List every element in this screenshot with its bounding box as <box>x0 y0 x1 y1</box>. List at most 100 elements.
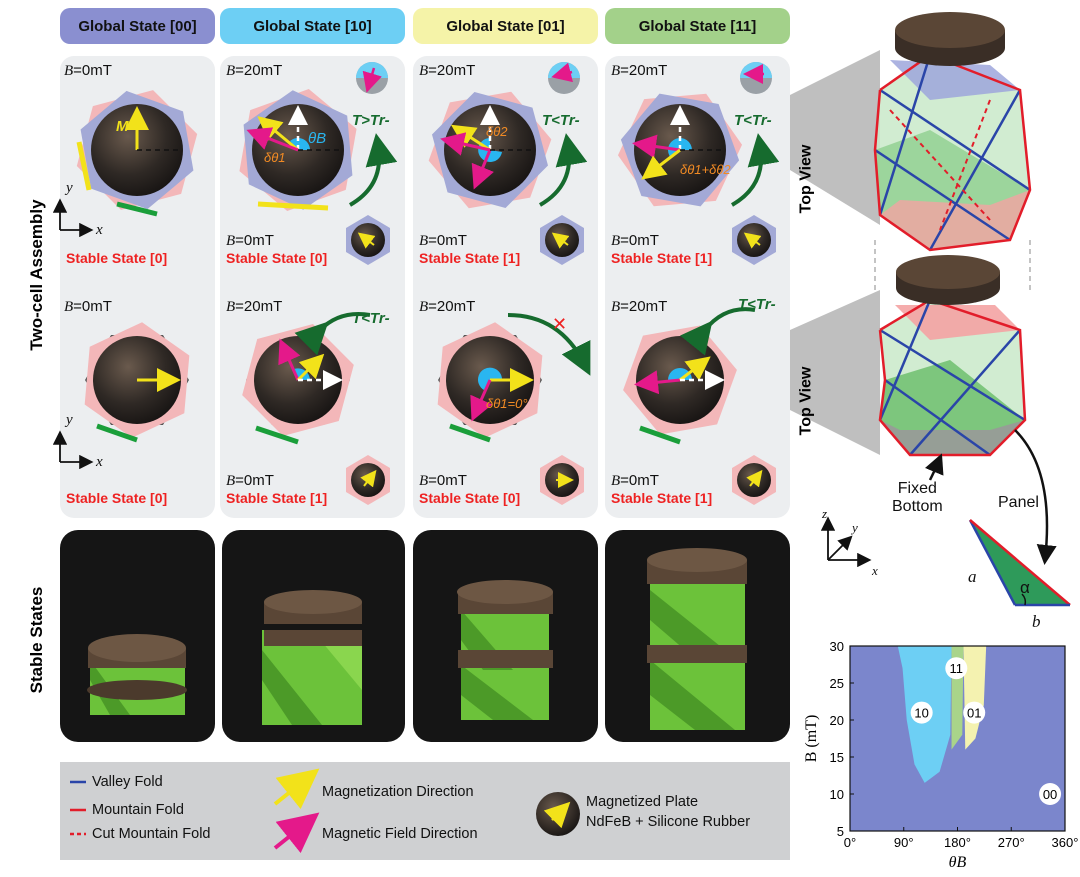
cell-10-top <box>239 88 357 212</box>
b-value: =0mT <box>73 298 112 315</box>
axis-y-label-1: y <box>66 180 73 196</box>
phase-label-bg-01 <box>963 701 986 724</box>
axis-y-right: y <box>852 520 858 535</box>
y-tick-label: 25 <box>830 676 844 691</box>
b-symbol: B <box>611 233 621 249</box>
b-label-00-r1: B=0mT <box>64 62 112 80</box>
cell-01-bottom <box>437 322 543 443</box>
inset-01-r2 <box>540 455 584 505</box>
x-tick-label: 180° <box>944 835 971 850</box>
inset-10-r1 <box>346 215 390 265</box>
b-symbol: B <box>64 299 74 315</box>
cell-00-top <box>76 90 198 217</box>
dsum-label: δθ1+δθ2 <box>680 162 731 177</box>
torque-label-11-r2: T<Tr- <box>738 296 776 313</box>
phase-label-01: 01 <box>967 706 981 721</box>
b-symbol: B <box>419 233 429 249</box>
legend-cut: Cut Mountain Fold <box>92 826 211 842</box>
inset-11-r2 <box>732 455 776 505</box>
x-tick-label: 90° <box>894 835 914 850</box>
b0-label-01-r1: B=0mT <box>419 232 467 250</box>
phase-diagram: 101101000°90°180°270°360°51015202530θBB … <box>803 639 1079 871</box>
panel-side-a: a <box>968 567 977 586</box>
b-label-11-r2: B=20mT <box>611 298 667 316</box>
fixed-bottom-label: Fixed Bottom <box>892 480 943 515</box>
phase-label-bg-11 <box>945 657 968 680</box>
b-value: =0mT <box>620 472 659 489</box>
b-value: =0mT <box>235 232 274 249</box>
panel-alpha: α <box>1020 578 1030 597</box>
legend-valley: Valley Fold <box>92 774 163 790</box>
b-value: =0mT <box>620 232 659 249</box>
b0-label-10-r1: B=0mT <box>226 232 274 250</box>
b-symbol: B <box>226 299 236 315</box>
svg-text:✕: ✕ <box>552 314 567 334</box>
b0-label-01-r2: B=0mT <box>419 472 467 490</box>
x-axis-title: θB <box>949 854 967 871</box>
legend-box: Valley Fold Mountain Fold Cut Mountain F… <box>60 762 790 860</box>
b-symbol: B <box>226 473 236 489</box>
legend-plate1: Magnetized Plate <box>586 794 699 810</box>
y-tick-label: 15 <box>830 750 844 765</box>
x-tick-label: 270° <box>998 835 1025 850</box>
stable-state-01-r2: Stable State [0] <box>419 490 521 506</box>
header-state-10: Global State [10] <box>220 8 405 44</box>
b-value: =20mT <box>620 62 668 79</box>
x-tick-label: 360° <box>1052 835 1079 850</box>
cell-11-bottom <box>623 325 737 445</box>
cell-10-bottom <box>242 323 354 445</box>
panel-label: Panel <box>998 494 1039 511</box>
legend-magnetization: Magnetization Direction <box>322 784 474 800</box>
torque-label-11-r1: T<Tr- <box>734 112 772 129</box>
stable-state-10-r2: Stable State [1] <box>226 490 328 506</box>
photo-state-10 <box>222 530 405 742</box>
b-symbol: B <box>419 63 429 79</box>
dtheta2-label: δθ2 <box>486 124 508 139</box>
torque-label-10-r1: T>Tr- <box>352 112 390 129</box>
stable-state-10-r1: Stable State [0] <box>226 250 328 266</box>
inset-11-r1 <box>732 215 776 265</box>
b-value: =20mT <box>235 298 283 315</box>
b-label-01-r1: B=20mT <box>419 62 475 80</box>
y-tick-label: 10 <box>830 787 844 802</box>
b-value: =20mT <box>620 298 668 315</box>
top-view-label-1: Top View <box>797 144 815 214</box>
x-tick-label: 0° <box>844 835 856 850</box>
stable-state-11-r1: Stable State [1] <box>611 250 713 266</box>
b-label-10-r2: B=20mT <box>226 298 282 316</box>
tower-illustration <box>790 12 1071 607</box>
b-symbol: B <box>419 473 429 489</box>
phase-label-bg-00 <box>1039 783 1062 805</box>
cell-00-bottom <box>84 322 190 443</box>
axis-z-right: z <box>822 506 828 521</box>
b-value: =0mT <box>73 62 112 79</box>
b-symbol: B <box>64 63 74 79</box>
b-symbol: B <box>611 473 621 489</box>
b0-label-10-r2: B=0mT <box>226 472 274 490</box>
b-label-00-r2: B=0mT <box>64 298 112 316</box>
b-value: =20mT <box>428 298 476 315</box>
phase-label-10: 10 <box>914 706 928 721</box>
stable-state-11-r2: Stable State [1] <box>611 490 713 506</box>
legend-field: Magnetic Field Direction <box>322 826 478 842</box>
b-value: =0mT <box>428 232 467 249</box>
axis-y-label-2: y <box>66 412 73 428</box>
b0-label-11-r2: B=0mT <box>611 472 659 490</box>
b-value: =20mT <box>235 62 283 79</box>
inset-10-r2 <box>346 455 390 505</box>
side-label-stable: Stable States <box>27 586 46 694</box>
y-axis-title: B (mT) <box>803 715 820 763</box>
stable-state-01-r1: Stable State [1] <box>419 250 521 266</box>
panel-side-b: b <box>1032 612 1041 631</box>
header-state-01: Global State [01] <box>413 8 598 44</box>
b-label-10-r1: B=20mT <box>226 62 282 80</box>
b-symbol: B <box>226 233 236 249</box>
legend-mountain: Mountain Fold <box>92 802 184 818</box>
photo-state-01 <box>413 530 598 742</box>
cell-diagram-art: ✕ <box>52 62 780 505</box>
axis-x-right: x <box>872 563 878 578</box>
axis-x-label-1: x <box>96 222 103 238</box>
b-symbol: B <box>611 299 621 315</box>
b-label-01-r2: B=20mT <box>419 298 475 316</box>
inset-01-r1 <box>540 215 584 265</box>
